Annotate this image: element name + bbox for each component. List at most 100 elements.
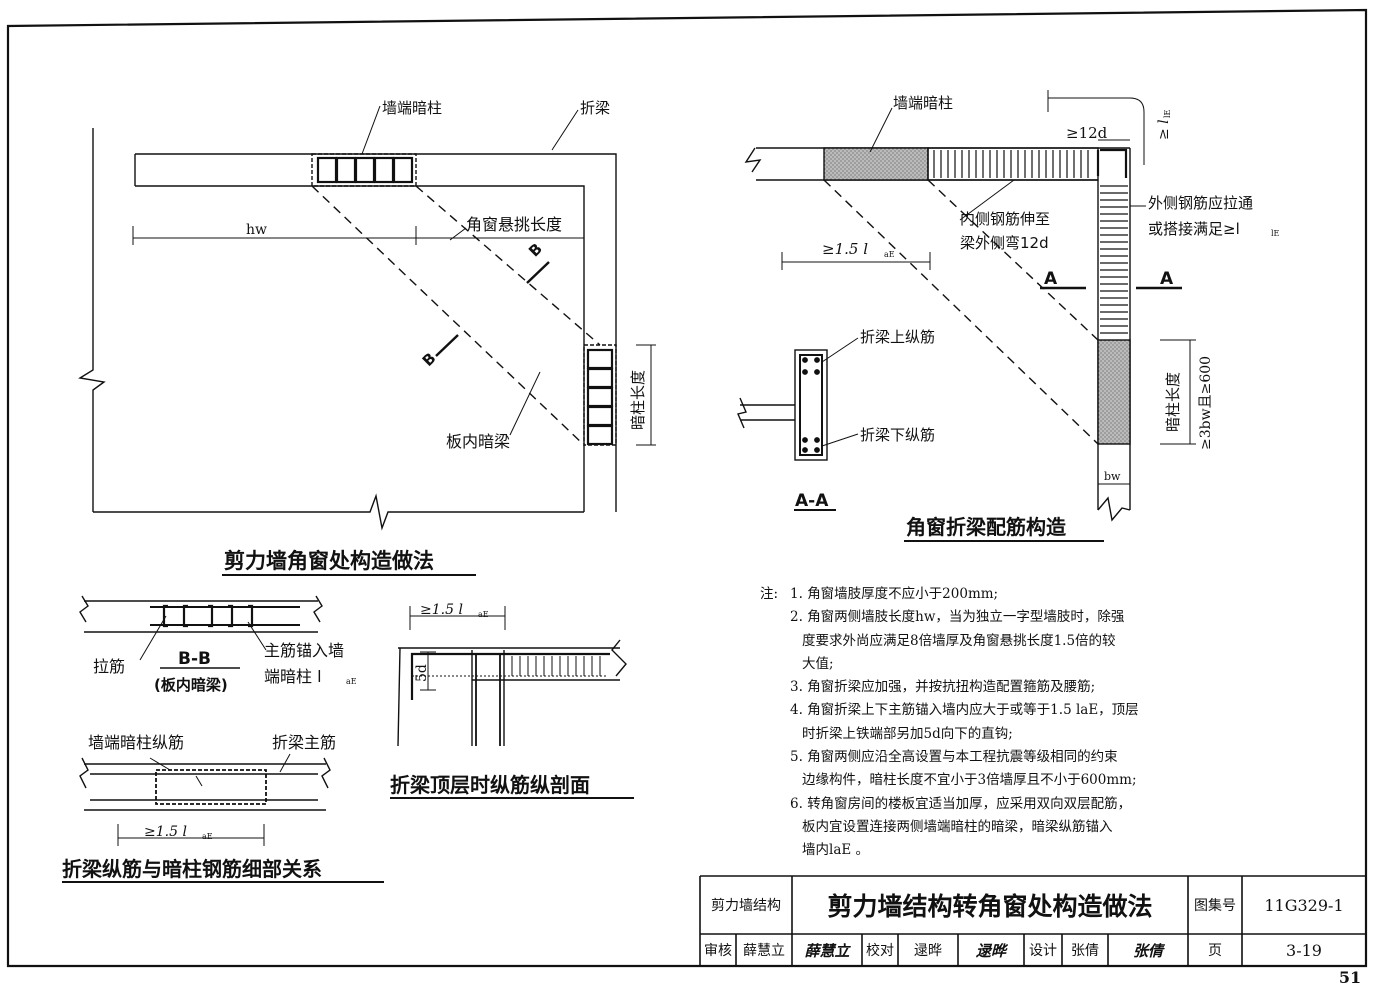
label-bw: bw	[1104, 470, 1121, 483]
label-inner-bar-2: 梁外侧弯12d	[960, 234, 1049, 252]
note-6-line-1: 转角窗房间的楼板宜适当加厚，应采用双向双层配筋，	[807, 795, 1132, 812]
note-2-line-1: 角窗两侧墙肢长度hw，当为独立一字型墙肢时，除强	[807, 609, 1125, 626]
note-5-line-1: 角窗两侧应沿全高设置与本工程抗震等级相同的约束	[807, 749, 1118, 766]
aa-section-labels: 折梁上纵筋 折梁下纵筋 A-A	[795, 328, 935, 511]
title-bb-subtitle: (板内暗梁)	[154, 676, 228, 694]
right-plan-diagram	[744, 90, 1196, 542]
label-ge-12d: ≥12d	[1066, 124, 1108, 142]
label-outer-bar-1: 外侧钢筋应拉通	[1148, 194, 1253, 212]
label-slab-beam: 板内暗梁	[446, 432, 510, 451]
bb-section-labels: 拉筋 B-B (板内暗梁) 主筋锚入墙 端暗柱 l aE	[93, 641, 357, 694]
label-ge-15lae-top: ≥1.5 l	[420, 602, 463, 618]
aa-section-diagram	[737, 337, 859, 511]
note-3-line-1: 角窗折梁应加强，并按抗扭构造配置箍筋及腰筋;	[807, 679, 1096, 696]
label-5d: 5d	[414, 664, 430, 682]
tb-reviewer: 薛慧立	[743, 943, 785, 959]
tb-designer-signature: 张倩	[1132, 941, 1163, 960]
label-cantilever-length: 角窗悬挑长度	[466, 215, 562, 234]
label-ge-15lae-bottom-sub: aE	[202, 832, 213, 841]
label-inner-bar-1: 内侧钢筋伸至	[960, 210, 1050, 228]
label-ge-lle-vertical: ≥ l	[1156, 119, 1172, 140]
title-block-frame	[699, 875, 1366, 966]
label-fold-beam-left: 折梁	[580, 99, 610, 117]
sheet-border	[6, 8, 1368, 968]
label-section-b-lower: B	[419, 349, 440, 370]
label-wall-end-column-left: 墙端暗柱	[382, 99, 442, 117]
right-plan-labels: 墙端暗柱 ≥12d ≥ l lE 内侧钢筋伸至 梁外侧弯12d 外侧钢筋应拉通 …	[822, 94, 1280, 539]
label-tie-bar: 拉筋	[93, 657, 125, 676]
label-main-anchor-sub: aE	[346, 677, 357, 686]
label-outer-bar-2: 或搭接满足≥l	[1148, 220, 1240, 238]
bb-section-diagram	[79, 595, 323, 669]
title-left-plan: 剪力墙角窗处构造做法	[224, 549, 434, 573]
note-1-line-1: 角窗墙肢厚度不应小于200mm;	[807, 586, 999, 602]
note-number-4: 4.	[790, 702, 803, 719]
note-row-3: 3. 角窗折梁应加强，并按抗扭构造配置箍筋及腰筋;	[760, 676, 1240, 699]
label-column-length-right: 暗柱长度	[1164, 372, 1182, 432]
label-main-anchor-1: 主筋锚入墙	[264, 641, 344, 660]
note-number-6: 6.	[790, 795, 803, 812]
label-column-long-bar: 墙端暗柱纵筋	[88, 733, 184, 752]
tb-page-label: 页	[1208, 943, 1222, 959]
tb-reviewer-signature: 薛慧立	[804, 941, 850, 960]
top-floor-section-labels: ≥1.5 l aE 5d 折梁顶层时纵筋纵剖面	[390, 602, 590, 797]
note-row-5: 5. 角窗两侧应沿全高设置与本工程抗震等级相同的约束	[760, 746, 1240, 769]
tb-category: 剪力墙结构	[711, 898, 781, 914]
title-bb-section: B-B	[178, 649, 211, 669]
note-number-3: 3.	[790, 679, 803, 696]
tb-page-no: 3-19	[1286, 940, 1322, 960]
title-detail-relation: 折梁纵筋与暗柱钢筋细部关系	[62, 857, 322, 881]
label-ge-15lae-bottom: ≥1.5 l	[144, 824, 187, 840]
tb-designer: 张倩	[1071, 943, 1099, 959]
title-right-plan: 角窗折梁配筋构造	[906, 515, 1067, 539]
left-plan-labels: 墙端暗柱 折梁 hw 角窗悬挑长度 B B 暗柱长度 板内暗梁 剪力墙角窗处构造…	[224, 99, 647, 573]
note-6-line-3: 墙内laE 。	[802, 842, 870, 859]
tb-review-label: 审核	[704, 943, 732, 959]
note-number-1: 1.	[790, 586, 803, 602]
left-plan-diagram	[78, 105, 656, 576]
detail-relation-labels: 墙端暗柱纵筋 折梁主筋 ≥1.5 l aE 折梁纵筋与暗柱钢筋细部关系	[62, 733, 336, 881]
label-section-a-left: A	[1044, 269, 1058, 289]
label-ge-15lae-right-sub: aE	[884, 250, 895, 259]
label-column-requirement: ≥3bw且≥600	[1198, 356, 1214, 450]
note-4-line-2: 时折梁上铁端部另加5d向下的直钩;	[802, 725, 1013, 742]
tb-check-label: 校对	[866, 943, 894, 959]
label-column-length-left: 暗柱长度	[629, 370, 647, 430]
notes-block: 注: 1. 角窗墙肢厚度不应小于200mm; 2. 角窗两侧墙肢长度hw，当为独…	[760, 583, 1240, 863]
tb-checker: 逯晔	[914, 943, 942, 959]
label-wall-end-column-right: 墙端暗柱	[893, 94, 953, 112]
note-row-1: 注: 1. 角窗墙肢厚度不应小于200mm;	[760, 583, 1240, 606]
note-6-line-2: 板内宜设置连接两侧墙端暗柱的暗梁，暗梁纵筋锚入	[802, 818, 1113, 835]
note-5-line-2: 边缘构件，暗柱长度不宜小于3倍墙厚且不小于600mm;	[802, 772, 1137, 789]
note-2-line-3: 大值;	[802, 655, 834, 672]
note-row-2: 2. 角窗两侧墙肢长度hw，当为独立一字型墙肢时，除强	[760, 606, 1240, 629]
tb-atlas-label: 图集号	[1194, 898, 1236, 914]
label-beam-bottom-bar: 折梁下纵筋	[860, 426, 935, 444]
label-section-a-right: A	[1160, 269, 1174, 289]
top-floor-section-diagram	[390, 606, 634, 799]
label-ge-15lae-top-sub: aE	[478, 610, 489, 619]
label-hw: hw	[246, 222, 267, 238]
tb-checker-signature: 逯晔	[975, 941, 1006, 960]
note-number-5: 5.	[790, 749, 803, 766]
note-4-line-1: 角窗折梁上下主筋锚入墙内应大于或等于1.5 laE，顶层	[807, 702, 1139, 719]
label-beam-main-bar: 折梁主筋	[272, 733, 336, 752]
tb-atlas-no: 11G329-1	[1264, 895, 1344, 915]
detail-relation-diagram	[62, 753, 384, 883]
note-2-line-2: 度要求外尚应满足8倍墙厚及角窗悬挑长度1.5倍的较	[802, 632, 1116, 649]
label-outer-bar-sub: lE	[1271, 229, 1280, 238]
label-main-anchor-2: 端暗柱 l	[264, 667, 322, 686]
label-ge-lle-vertical-sub: lE	[1163, 109, 1172, 118]
page-number: 51	[1338, 967, 1362, 987]
title-aa-section: A-A	[795, 491, 829, 511]
note-row-6: 6. 转角窗房间的楼板宜适当加厚，应采用双向双层配筋，	[760, 793, 1240, 816]
note-number-2: 2.	[790, 609, 803, 626]
label-section-b-upper: B	[525, 240, 546, 261]
label-ge-15lae-right: ≥1.5 l	[822, 240, 868, 258]
tb-title: 剪力墙结构转角窗处构造做法	[827, 892, 1153, 921]
tb-design-label: 设计	[1029, 943, 1057, 959]
note-row-4: 4. 角窗折梁上下主筋锚入墙内应大于或等于1.5 laE，顶层	[760, 699, 1240, 722]
title-top-floor-section: 折梁顶层时纵筋纵剖面	[390, 773, 590, 797]
notes-head: 注:	[760, 586, 779, 602]
